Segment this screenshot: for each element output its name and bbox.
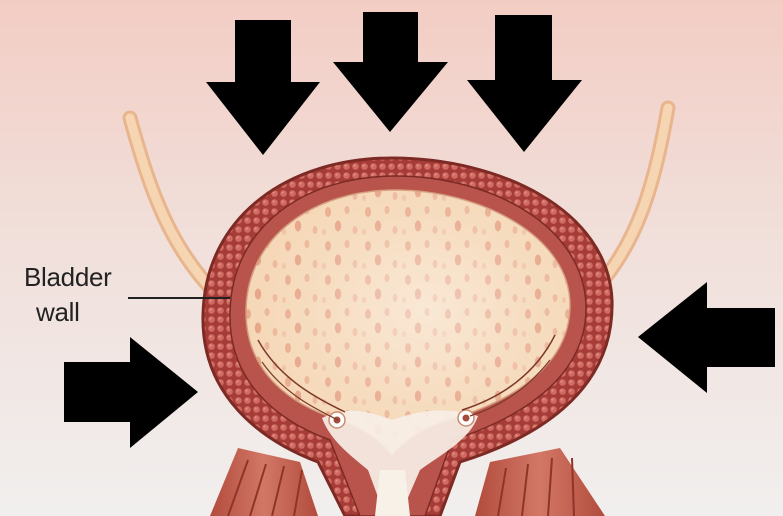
bladder-wall-label-line2: wall xyxy=(36,298,80,326)
ureteric-orifice-right xyxy=(458,410,474,426)
bladder-wall-label-line1: Bladder xyxy=(24,263,112,291)
urethra xyxy=(375,470,410,516)
